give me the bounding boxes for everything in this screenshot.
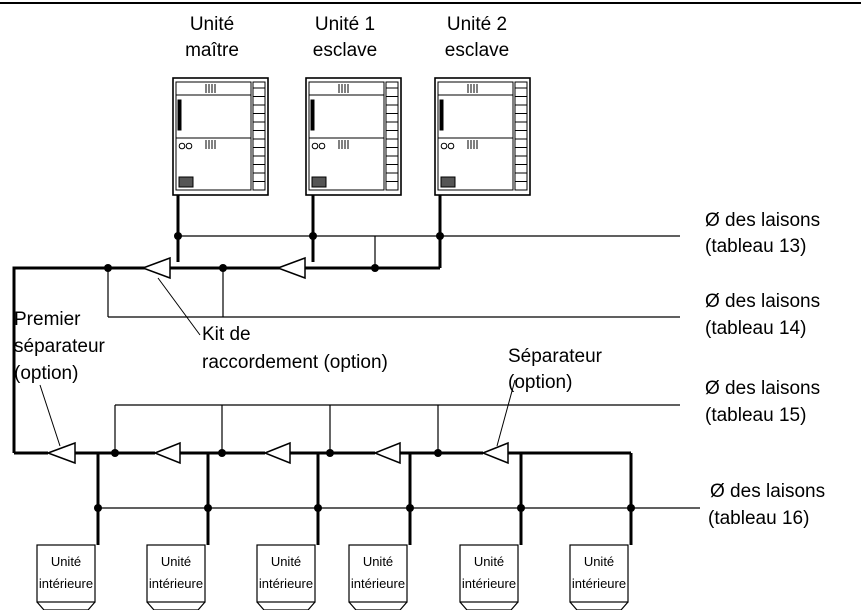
indoor-unit: Unité intérieure [146,544,206,610]
outdoor-unit-label-slave2-l2: esclave [445,40,509,61]
indoor-unit-label-l1: Unité [363,554,393,569]
pipe-lines-thin [98,235,700,509]
outdoor-unit [172,77,269,196]
outdoor-unit-label-slave1-l1: Unité 1 [315,14,375,35]
outdoor-unit-label-master-l1: Unité [190,14,234,35]
outdoor-unit [434,77,531,196]
indoor-unit-label-l2: intérieure [572,576,626,591]
separator-2 [152,441,181,465]
separator-label-l1: Séparateur [508,346,603,367]
pipe-label-15-l1: Ø des laisons [705,378,820,399]
separator-3 [262,441,291,465]
first-separator-label-l2: séparateur [14,336,106,357]
separator-symbols [45,256,509,465]
indoor-unit-label-l1: Unité [474,554,504,569]
separator-label-l2: (option) [508,372,572,393]
indoor-unit-label-l2: intérieure [259,576,313,591]
indoor-unit-label-l2: intérieure [351,576,405,591]
indoor-unit-label-l1: Unité [584,554,614,569]
indoor-unit: Unité intérieure [459,544,519,610]
indoor-unit-label-l2: intérieure [462,576,516,591]
kit-label-l1: Kit de [202,324,251,345]
first-separator-label-l1: Premier [14,309,81,330]
outdoor-unit [305,77,402,196]
connection-kit-2 [275,256,306,280]
joint-dots [94,232,635,512]
indoor-unit-label-l1: Unité [51,554,81,569]
outdoor-unit-label-master-l2: maître [185,40,239,61]
kit-label-l2: raccordement (option) [202,352,388,373]
outdoor-unit-label-slave1-l2: esclave [313,40,377,61]
pipe-label-15-l2: (tableau 15) [705,405,806,426]
pipe-label-13-l1: Ø des laisons [705,210,820,231]
separator-5 [480,441,509,465]
indoor-unit: Unité intérieure [36,544,96,610]
separator-4 [372,441,401,465]
indoor-unit: Unité intérieure [569,544,629,610]
first-separator-label-l3: (option) [14,363,78,384]
pipe-label-13-l2: (tableau 13) [705,236,806,257]
pipe-label-14-l2: (tableau 14) [705,318,806,339]
pipe-label-16-l2: (tableau 16) [708,508,809,529]
indoor-unit: Unité intérieure [348,544,408,610]
connection-kit-1 [140,256,171,280]
indoor-unit-label-l1: Unité [271,554,301,569]
indoor-unit-label-l1: Unité [161,554,191,569]
first-separator [45,441,76,465]
indoor-unit-label-l2: intérieure [39,576,93,591]
outdoor-unit-label-slave2-l1: Unité 2 [447,14,507,35]
pipe-label-14-l1: Ø des laisons [705,291,820,312]
indoor-unit: Unité intérieure [256,544,316,610]
leader-lines [39,277,516,447]
pipe-label-16-l1: Ø des laisons [710,481,825,502]
indoor-unit-label-l2: intérieure [149,576,203,591]
